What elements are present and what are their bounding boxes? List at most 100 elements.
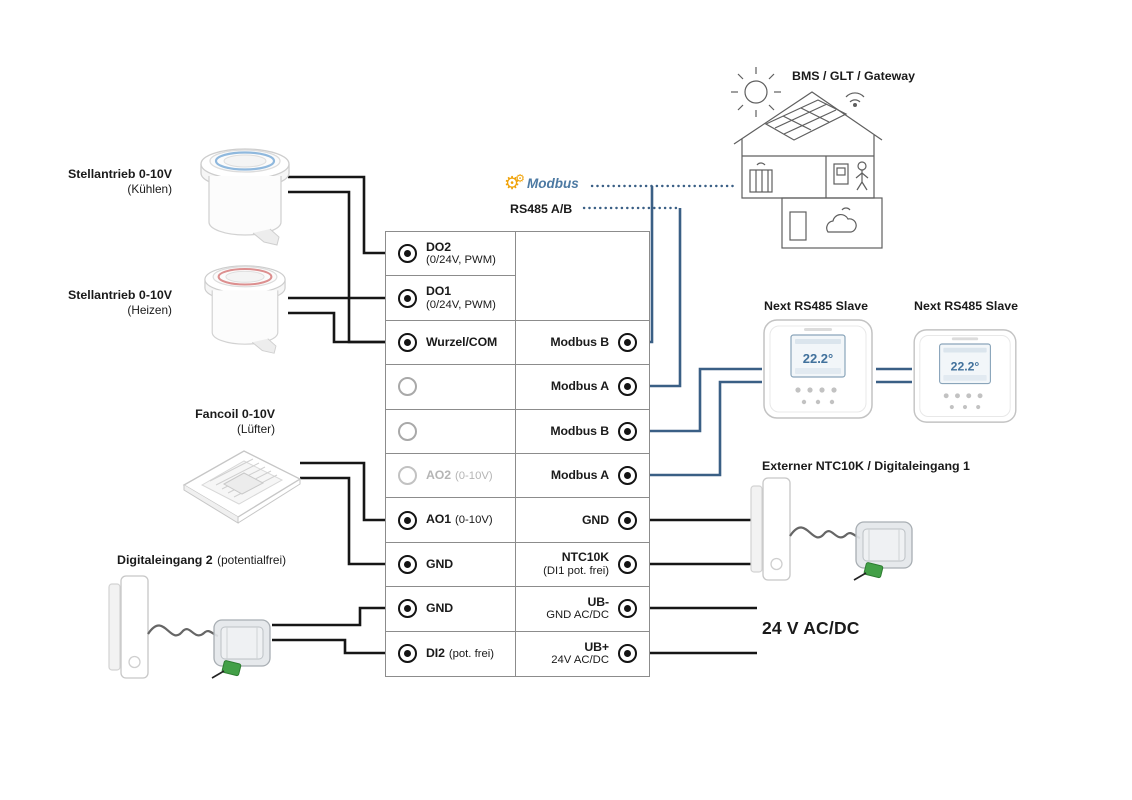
wire-cooling-common xyxy=(288,190,397,344)
gateway-house-illustration xyxy=(731,67,883,249)
label-slave-1: Next RS485 Slave xyxy=(764,299,869,313)
sensor-box-window xyxy=(862,528,906,562)
cooling-ring xyxy=(214,151,276,171)
device-title: Stellantrieb 0-10V xyxy=(68,167,172,181)
touch-button-icons xyxy=(943,393,983,410)
door-contact-body xyxy=(120,575,149,679)
actuator-adapter xyxy=(251,338,277,354)
terminal-screw-ao1 xyxy=(398,510,417,530)
label-ntc-digital-input-1: Externer NTC10K / Digitaleingang 1 xyxy=(762,459,970,473)
wire-heating-common xyxy=(288,311,397,344)
actuator-heating-illustration xyxy=(204,265,286,354)
terminal-cell-gnd-1: GND xyxy=(386,542,516,588)
terminal-sublabel: (0/24V, PWM) xyxy=(426,298,496,311)
terminal-label: Modbus B xyxy=(550,423,609,438)
terminal-sublabel: (DI1 pot. frei) xyxy=(543,565,609,578)
screen-icon-row xyxy=(943,375,987,381)
terminal-sublabel: (0-10V) xyxy=(454,469,493,482)
wire-di2-gnd xyxy=(272,606,397,627)
green-connector xyxy=(863,562,884,579)
terminal-cell-gnd-right: GND xyxy=(516,498,649,543)
label-digital-input-2: Digitaleingang 2 (potentialfrei) xyxy=(117,549,286,570)
terminal-label: Modbus A xyxy=(550,379,609,394)
door-contact-screw xyxy=(770,557,783,571)
terminal-cell-di2: DI2 (pot. frei) xyxy=(386,631,516,676)
terminal-cell-gnd-2: GND xyxy=(386,587,516,632)
terminal-screw-wurzel-com xyxy=(398,332,417,352)
terminal-label: DO2 xyxy=(426,239,451,254)
solar-panel xyxy=(764,99,848,141)
thermostat-display-value: 22.2° xyxy=(951,359,980,373)
wire-modbus-a2-to-slave xyxy=(634,380,762,477)
door-contact-body xyxy=(762,477,791,581)
terminal-screw-ub-minus xyxy=(618,599,637,619)
modbus-gear-small-icon: ⚙ xyxy=(515,172,526,185)
terminal-screw-ao2 xyxy=(398,466,417,486)
connector-pin xyxy=(853,572,867,581)
fancoil-edge xyxy=(183,485,239,524)
door-contact-screw xyxy=(128,655,141,669)
actuator-adapter xyxy=(252,228,280,246)
terminal-cell-modbus-b-1: Modbus B xyxy=(516,321,649,366)
device-subtitle: (Heizen) xyxy=(127,303,172,318)
screen-status-row xyxy=(795,339,841,344)
label-slave-2: Next RS485 Slave xyxy=(914,299,1019,313)
person-icon xyxy=(855,161,869,191)
terminal-label: UB+ xyxy=(584,639,609,654)
terminal-block: DO2 (0/24V, PWM) DO1 (0/24V, PWM) Wurzel… xyxy=(385,231,650,677)
terminal-label: Wurzel/COM xyxy=(426,335,498,350)
rs485-slave-1-illustration: 22.2° xyxy=(763,319,873,419)
terminal-screw-modbus-b xyxy=(618,421,637,441)
sensor-cable xyxy=(147,624,219,638)
terminal-cell-ao1: AO1 (0-10V) xyxy=(386,498,516,543)
wifi-icon xyxy=(845,92,865,107)
terminal-screw-gnd xyxy=(398,554,417,574)
wire-fancoil-signal xyxy=(300,461,397,522)
sensor-cable xyxy=(789,526,861,540)
label-actuator-cooling: Stellantrieb 0-10V (Kühlen) xyxy=(57,166,172,198)
house-roof xyxy=(733,91,883,145)
device-subtitle: (potentialfrei) xyxy=(217,553,287,567)
actuator-dome xyxy=(225,270,265,283)
terminal-screw-modbus-a xyxy=(618,466,637,486)
terminal-label: AO2 xyxy=(426,467,451,482)
label-actuator-heating: Stellantrieb 0-10V (Heizen) xyxy=(57,287,172,319)
terminal-sublabel: (0/24V, PWM) xyxy=(426,254,496,267)
thermostat-frame xyxy=(769,325,867,413)
terminal-cell-wurzel-com: Wurzel/COM xyxy=(386,320,516,366)
terminal-sublabel: (pot. frei) xyxy=(448,647,495,660)
modbus-logo: ⚙⚙ Modbus xyxy=(504,172,579,193)
terminal-cell-ntc10k: NTC10K (DI1 pot. frei) xyxy=(516,543,649,588)
terminal-label: DO1 xyxy=(426,283,451,298)
bms-gateway-label: BMS / GLT / Gateway xyxy=(792,69,916,83)
wire-fancoil-gnd xyxy=(300,476,397,566)
fancoil-illustration xyxy=(182,450,302,524)
label-fancoil: Fancoil 0-10V (Lüfter) xyxy=(175,406,275,438)
terminal-label: GND xyxy=(426,601,454,616)
terminal-cell-modbus-a-1: Modbus A xyxy=(516,365,649,410)
rs485-label: RS485 A/B xyxy=(510,202,573,216)
thermostat-frame xyxy=(919,335,1011,417)
terminal-cell-unused-2 xyxy=(386,409,516,454)
terminal-cell-ao2: AO2 (0-10V) xyxy=(386,453,516,499)
device-title: Stellantrieb 0-10V xyxy=(68,288,172,302)
power-supply-label: 24 V AC/DC xyxy=(762,618,860,638)
rs485-slave-2-illustration: 22.2° xyxy=(913,329,1017,423)
actuator-body xyxy=(208,176,282,236)
device-title: Digitaleingang 2 xyxy=(117,553,213,567)
terminal-screw-unused xyxy=(398,421,417,441)
modbus-gear-icon: ⚙ xyxy=(504,173,521,193)
terminal-sublabel: 24V AC/DC xyxy=(551,654,609,667)
terminal-screw-do1 xyxy=(398,288,417,308)
terminal-label: Modbus A xyxy=(550,468,609,483)
terminal-cell-do2: DO2 (0/24V, PWM) xyxy=(386,232,516,277)
cloud-icon xyxy=(826,207,857,233)
door-contact-magnet xyxy=(108,583,121,671)
terminal-cell-ub-minus: UB- GND AC/DC xyxy=(516,587,649,632)
thermostat-brand-mark xyxy=(804,328,832,331)
thermostat-display-value: 22.2° xyxy=(803,351,834,366)
thermostat-screen xyxy=(939,343,991,385)
device-subtitle: (Kühlen) xyxy=(127,182,172,197)
